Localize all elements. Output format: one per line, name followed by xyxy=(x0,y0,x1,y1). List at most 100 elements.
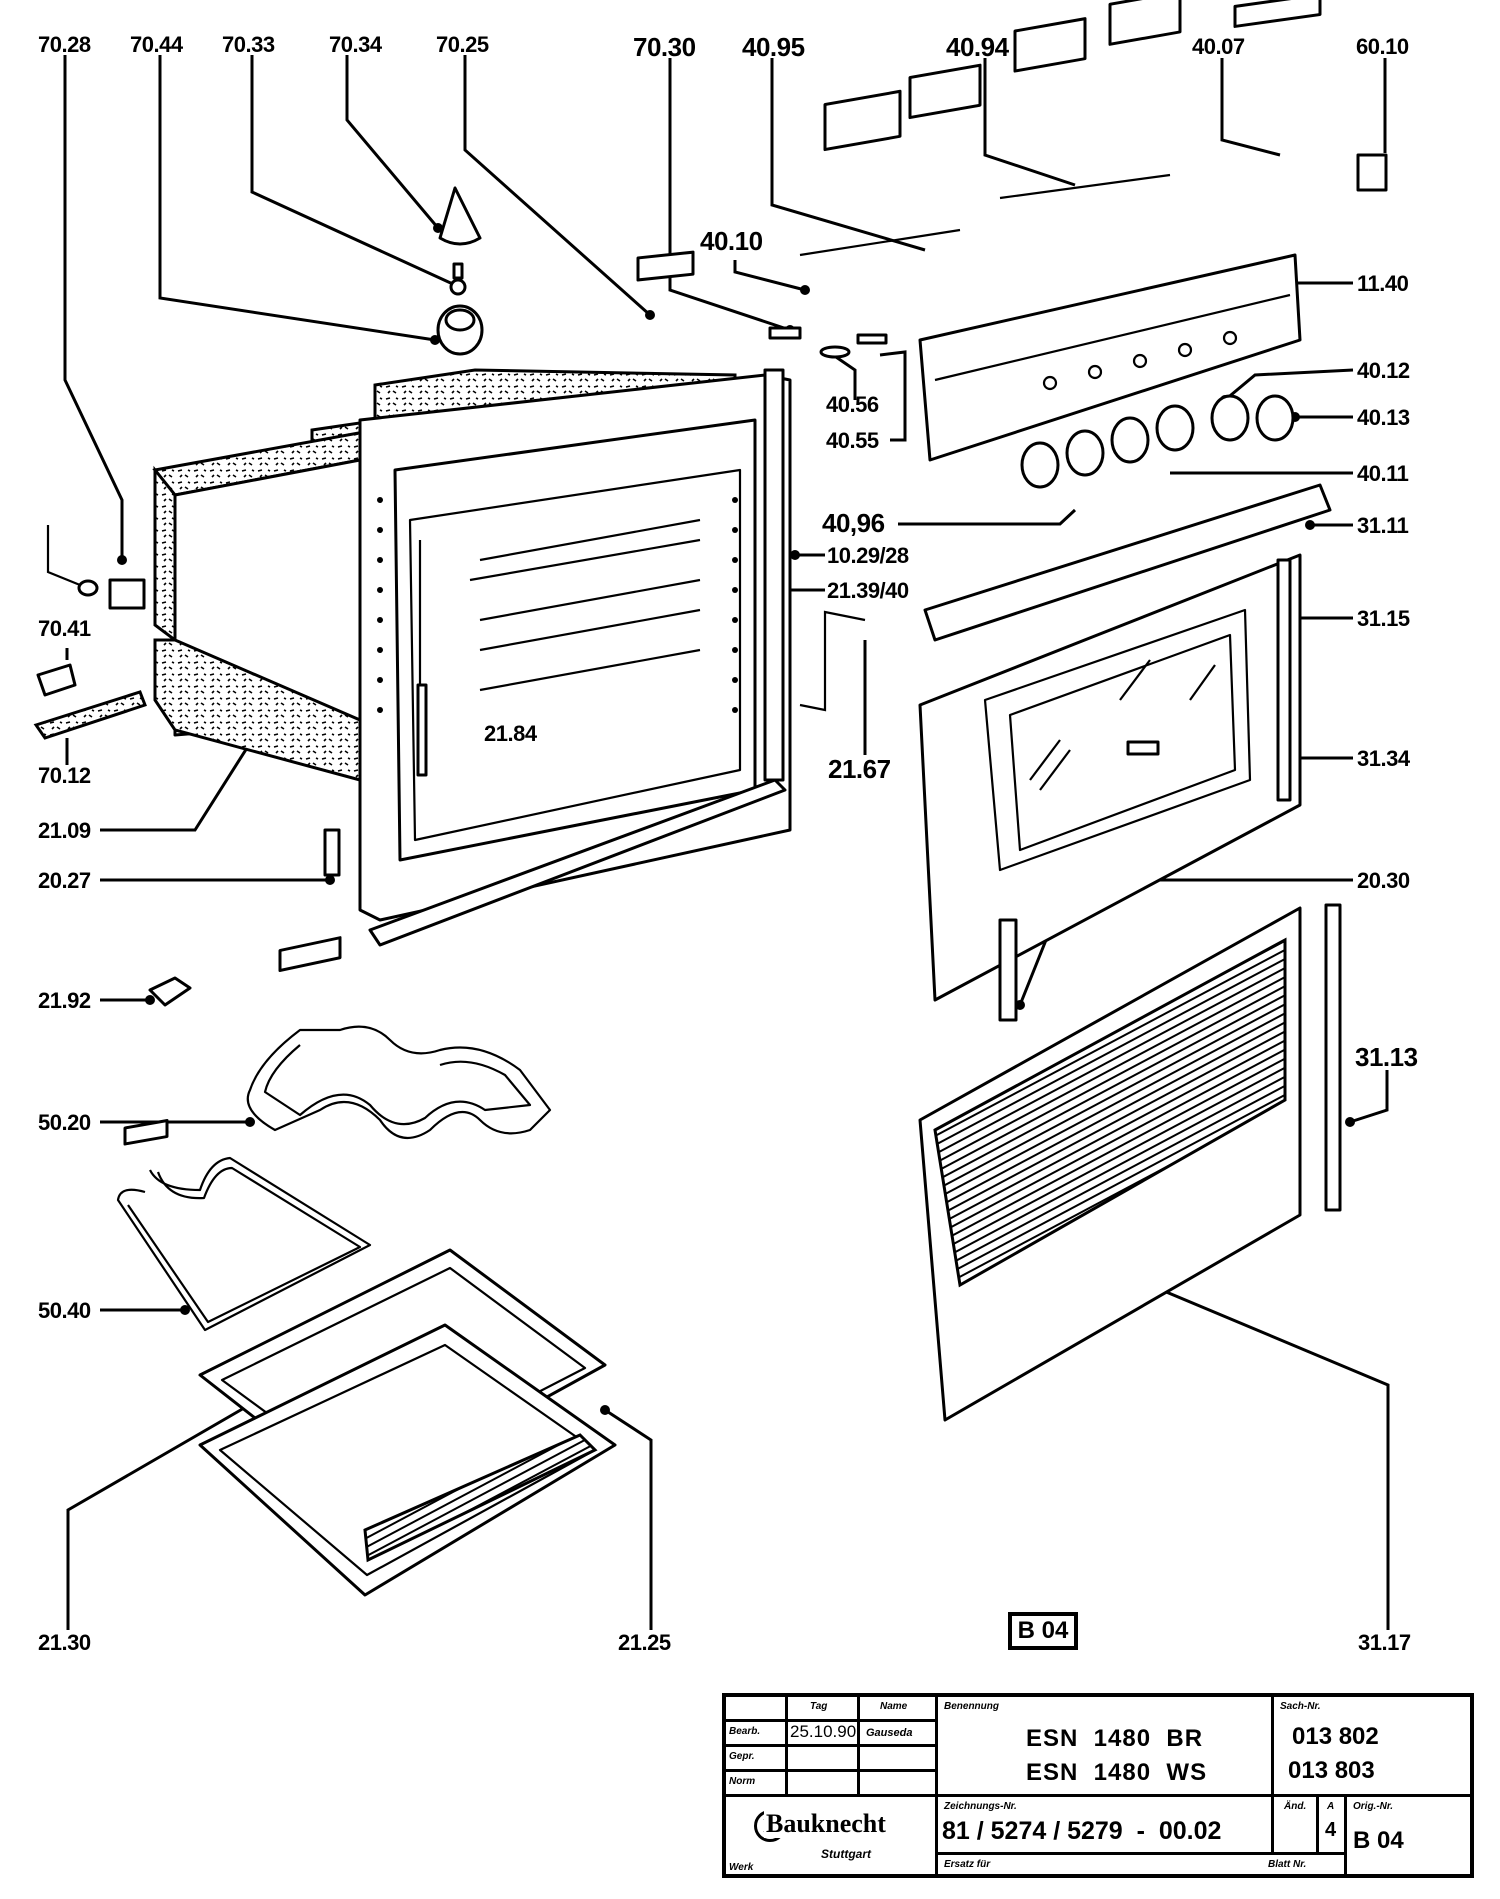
part-label[interactable]: 70.12 xyxy=(38,763,91,788)
part-label[interactable]: 10.29/28 xyxy=(827,543,909,568)
brand-cell: BBauknecht Stuttgart Werk xyxy=(726,1797,938,1878)
part-label[interactable]: 40.55 xyxy=(826,428,879,453)
part-label[interactable]: 70.33 xyxy=(222,32,275,57)
part-label[interactable]: 20.30 xyxy=(1357,868,1410,893)
drip-pan-part xyxy=(198,1323,617,1597)
part-label[interactable]: 31.34 xyxy=(1357,746,1411,771)
part-label[interactable]: 70.30 xyxy=(633,32,696,62)
part-label[interactable]: 40.12 xyxy=(1357,358,1410,383)
gas-valve-part xyxy=(1233,0,1322,28)
clip-part xyxy=(856,333,888,345)
part-label[interactable]: 70.25 xyxy=(436,32,489,57)
nozzle-part xyxy=(768,326,802,340)
replace-label: Ersatz für xyxy=(944,1859,991,1870)
part-label[interactable]: 21.09 xyxy=(38,818,91,843)
part-label[interactable]: 21.30 xyxy=(38,1630,91,1655)
part-label[interactable]: 40.10 xyxy=(700,226,763,256)
sach-cell: Sach-Nr. 013 802 013 803 xyxy=(1274,1697,1470,1797)
burner-right-part xyxy=(999,0,1182,200)
row-drawn-label: Bearb. xyxy=(729,1726,761,1737)
drawing-no: 81 / 5274 / 5279 - 00.02 xyxy=(942,1817,1222,1845)
row-checked-label: Gepr. xyxy=(729,1751,755,1762)
part-label[interactable]: 21.39/40 xyxy=(827,578,909,603)
door-top-trim-part xyxy=(923,483,1332,642)
part-label[interactable]: 40.95 xyxy=(742,32,805,62)
control-knobs-part xyxy=(1020,394,1295,489)
replace-cell: Ersatz für Blatt Nr. xyxy=(938,1855,1347,1878)
part-label[interactable]: 50.40 xyxy=(38,1298,91,1323)
part-label[interactable]: 60.10 xyxy=(1356,34,1409,59)
date-grid: Tag Name Bearb. 25.10.90 Gauseda Gepr. N… xyxy=(726,1697,938,1797)
drawing-no-cell: Zeichnungs-Nr. 81 / 5274 / 5279 - 00.02 xyxy=(938,1797,1274,1855)
part-label[interactable]: 70.28 xyxy=(38,32,91,57)
brand-city: Stuttgart xyxy=(821,1847,871,1861)
clip-21-92-part xyxy=(148,976,192,1007)
a-label: A xyxy=(1327,1801,1335,1812)
aend-cell: Änd. xyxy=(1274,1797,1319,1855)
part-label[interactable]: 31.15 xyxy=(1357,606,1410,631)
sheet-badge: B 04 xyxy=(1008,1612,1078,1650)
row-norm-label: Norm xyxy=(729,1776,756,1787)
part-label[interactable]: 21.25 xyxy=(618,1630,671,1655)
aend-label: Änd. xyxy=(1284,1801,1307,1812)
burner-left-part xyxy=(799,63,982,257)
drawn-name: Gauseda xyxy=(866,1727,913,1739)
sach-1: 013 802 xyxy=(1292,1723,1379,1750)
orig-cell: Orig.-Nr. B 04 xyxy=(1347,1797,1470,1878)
oven-door-part xyxy=(918,553,1302,1002)
part-label[interactable]: 40.13 xyxy=(1357,405,1410,430)
part-label[interactable]: 40.07 xyxy=(1192,34,1245,59)
switch-part xyxy=(636,250,695,282)
title-block: Tag Name Bearb. 25.10.90 Gauseda Gepr. N… xyxy=(722,1693,1474,1878)
part-label[interactable]: 31.17 xyxy=(1358,1630,1411,1655)
outer-door-panel-part xyxy=(918,906,1302,1422)
col-name-label: Name xyxy=(880,1701,908,1712)
drawing-no-label: Zeichnungs-Nr. xyxy=(944,1801,1017,1812)
werk-label: Werk xyxy=(729,1862,754,1873)
control-panel-part xyxy=(918,253,1302,462)
part-label[interactable]: 40.56 xyxy=(826,392,879,417)
a-cell: A 4 xyxy=(1319,1797,1347,1855)
thermostat-part xyxy=(46,525,146,610)
brand-logo: BBauknecht xyxy=(754,1809,886,1843)
model-1: ESN 1480 BR xyxy=(1026,1725,1204,1752)
hinge-part xyxy=(998,918,1018,1022)
door-side-strip-part xyxy=(1324,903,1342,1212)
part-label[interactable]: 50.20 xyxy=(38,1110,91,1135)
designation-label: Benennung xyxy=(944,1701,999,1712)
bottom-element-part xyxy=(116,1119,372,1332)
part-label[interactable]: 40.94 xyxy=(946,32,1010,62)
lamp-socket-part xyxy=(436,304,484,356)
frame-holes xyxy=(377,497,738,713)
part-label[interactable]: 31.11 xyxy=(1357,513,1409,538)
part-label[interactable]: 21.67 xyxy=(828,754,891,784)
lamp-cover-part xyxy=(438,186,482,246)
part-label[interactable]: 11.40 xyxy=(1357,271,1409,296)
oven-cavity-part xyxy=(152,368,792,947)
part-label[interactable]: 70.41 xyxy=(38,616,91,641)
part-label[interactable]: 40.11 xyxy=(1357,461,1409,486)
part-label[interactable]: 40,96 xyxy=(822,508,885,538)
sach-2: 013 803 xyxy=(1288,1757,1375,1784)
sheet-label: Blatt Nr. xyxy=(1268,1859,1307,1870)
a-value: 4 xyxy=(1325,1819,1337,1841)
part-label[interactable]: 21.92 xyxy=(38,988,91,1013)
part-label[interactable]: 31.13 xyxy=(1355,1042,1418,1072)
switch-60-10-part xyxy=(1356,153,1388,192)
orig-value: B 04 xyxy=(1353,1827,1404,1854)
part-label[interactable]: 70.44 xyxy=(130,32,184,57)
model-2: ESN 1480 WS xyxy=(1026,1759,1208,1786)
terminal-strip-part xyxy=(33,690,147,740)
gasket-part xyxy=(819,345,851,359)
sach-label: Sach-Nr. xyxy=(1280,1701,1321,1712)
drawn-date: 25.10.90 xyxy=(790,1722,857,1741)
col-day-label: Tag xyxy=(810,1701,828,1712)
lamp-bulb-part xyxy=(449,262,467,296)
part-label[interactable]: 20.27 xyxy=(38,868,91,893)
part-labels: 70.28 70.44 70.33 70.34 70.25 70.30 40.9… xyxy=(38,32,1418,1655)
designation-cell: Benennung ESN 1480 BR ESN 1480 WS xyxy=(938,1697,1274,1797)
connector-part xyxy=(36,663,77,697)
part-label[interactable]: 70.34 xyxy=(329,32,383,57)
part-label[interactable]: 21.84 xyxy=(484,721,538,746)
